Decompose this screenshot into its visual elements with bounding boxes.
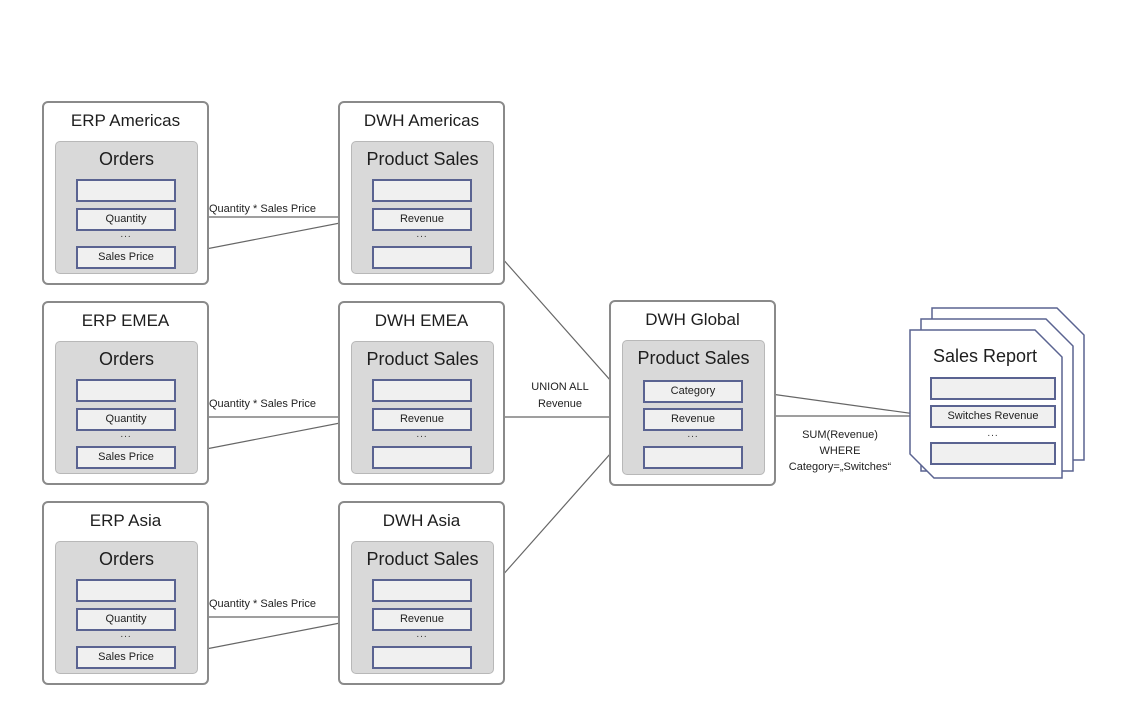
dwh-emea-system[interactable]: DWH EMEA Product Sales Revenue ... bbox=[338, 301, 505, 485]
field-empty[interactable] bbox=[372, 179, 472, 202]
report-title: Sales Report bbox=[932, 346, 1038, 366]
erp-americas-system[interactable]: ERP Americas Orders Quantity ... Sales P… bbox=[42, 101, 209, 285]
field-revenue[interactable]: Revenue bbox=[372, 208, 472, 231]
product-sales-table[interactable]: Product Sales Category Revenue ... bbox=[622, 340, 765, 475]
ellipsis: ... bbox=[687, 429, 699, 440]
ellipsis: ... bbox=[120, 629, 132, 640]
dwh-americas-system[interactable]: DWH Americas Product Sales Revenue ... bbox=[338, 101, 505, 285]
erp-asia-system[interactable]: ERP Asia Orders Quantity ... Sales Price bbox=[42, 501, 209, 685]
ellipsis: ... bbox=[416, 229, 428, 240]
field-empty[interactable] bbox=[372, 246, 472, 269]
field-revenue[interactable]: Revenue bbox=[372, 408, 472, 431]
union-label-line2: Revenue bbox=[537, 398, 583, 410]
field-sales-price[interactable]: Sales Price bbox=[76, 446, 176, 469]
table-title: Orders bbox=[98, 549, 154, 569]
table-title: Orders bbox=[98, 349, 154, 369]
product-sales-table[interactable]: Product Sales Revenue ... bbox=[351, 541, 494, 674]
field-empty[interactable] bbox=[372, 579, 472, 602]
transform-label-asia: Quantity * Sales Price bbox=[209, 598, 316, 610]
field-empty[interactable] bbox=[372, 379, 472, 402]
transform-label-americas: Quantity * Sales Price bbox=[209, 203, 316, 215]
report-field-empty[interactable] bbox=[930, 442, 1056, 465]
erp-emea-system[interactable]: ERP EMEA Orders Quantity ... Sales Price bbox=[42, 301, 209, 485]
orders-table[interactable]: Orders Quantity ... Sales Price bbox=[55, 141, 198, 274]
table-title: Product Sales bbox=[366, 349, 479, 369]
system-title: ERP Americas bbox=[70, 111, 181, 130]
dwh-asia-system[interactable]: DWH Asia Product Sales Revenue ... bbox=[338, 501, 505, 685]
ellipsis: ... bbox=[987, 428, 999, 439]
field-empty[interactable] bbox=[372, 646, 472, 669]
field-quantity[interactable]: Quantity bbox=[76, 208, 176, 231]
system-title: DWH EMEA bbox=[374, 311, 469, 330]
ellipsis: ... bbox=[416, 629, 428, 640]
system-title: DWH Global bbox=[645, 310, 740, 329]
ellipsis: ... bbox=[120, 429, 132, 440]
field-quantity[interactable]: Quantity bbox=[76, 608, 176, 631]
field-empty[interactable] bbox=[643, 446, 743, 469]
report-page-front bbox=[909, 329, 1063, 479]
table-title: Product Sales bbox=[637, 348, 750, 368]
ellipsis: ... bbox=[416, 429, 428, 440]
table-title: Orders bbox=[98, 149, 154, 169]
report-field-switches-revenue[interactable]: Switches Revenue bbox=[930, 405, 1056, 428]
sum-label-line1: SUM(Revenue) bbox=[802, 429, 878, 441]
product-sales-table[interactable]: Product Sales Revenue ... bbox=[351, 141, 494, 274]
orders-table[interactable]: Orders Quantity ... Sales Price bbox=[55, 541, 198, 674]
orders-table[interactable]: Orders Quantity ... Sales Price bbox=[55, 341, 198, 474]
sum-label-line2: WHERE bbox=[819, 445, 861, 457]
system-title: DWH Asia bbox=[382, 511, 461, 530]
product-sales-table[interactable]: Product Sales Revenue ... bbox=[351, 341, 494, 474]
table-title: Product Sales bbox=[366, 149, 479, 169]
field-empty[interactable] bbox=[76, 379, 176, 402]
field-empty[interactable] bbox=[76, 579, 176, 602]
report-field-empty[interactable] bbox=[930, 377, 1056, 400]
sum-label-line3: Category=„Switches“ bbox=[788, 461, 892, 473]
field-category[interactable]: Category bbox=[643, 380, 743, 403]
field-empty[interactable] bbox=[372, 446, 472, 469]
table-title: Product Sales bbox=[366, 549, 479, 569]
ellipsis: ... bbox=[120, 229, 132, 240]
system-title: ERP EMEA bbox=[81, 311, 170, 330]
field-revenue[interactable]: Revenue bbox=[643, 408, 743, 431]
system-title: DWH Americas bbox=[363, 111, 480, 130]
field-revenue[interactable]: Revenue bbox=[372, 608, 472, 631]
transform-label-emea: Quantity * Sales Price bbox=[209, 398, 316, 410]
union-label-line1: UNION ALL bbox=[531, 381, 589, 393]
field-sales-price[interactable]: Sales Price bbox=[76, 646, 176, 669]
field-empty[interactable] bbox=[76, 179, 176, 202]
field-quantity[interactable]: Quantity bbox=[76, 408, 176, 431]
field-sales-price[interactable]: Sales Price bbox=[76, 246, 176, 269]
system-title: ERP Asia bbox=[89, 511, 162, 530]
dwh-global-system[interactable]: DWH Global Product Sales Category Revenu… bbox=[609, 300, 776, 486]
